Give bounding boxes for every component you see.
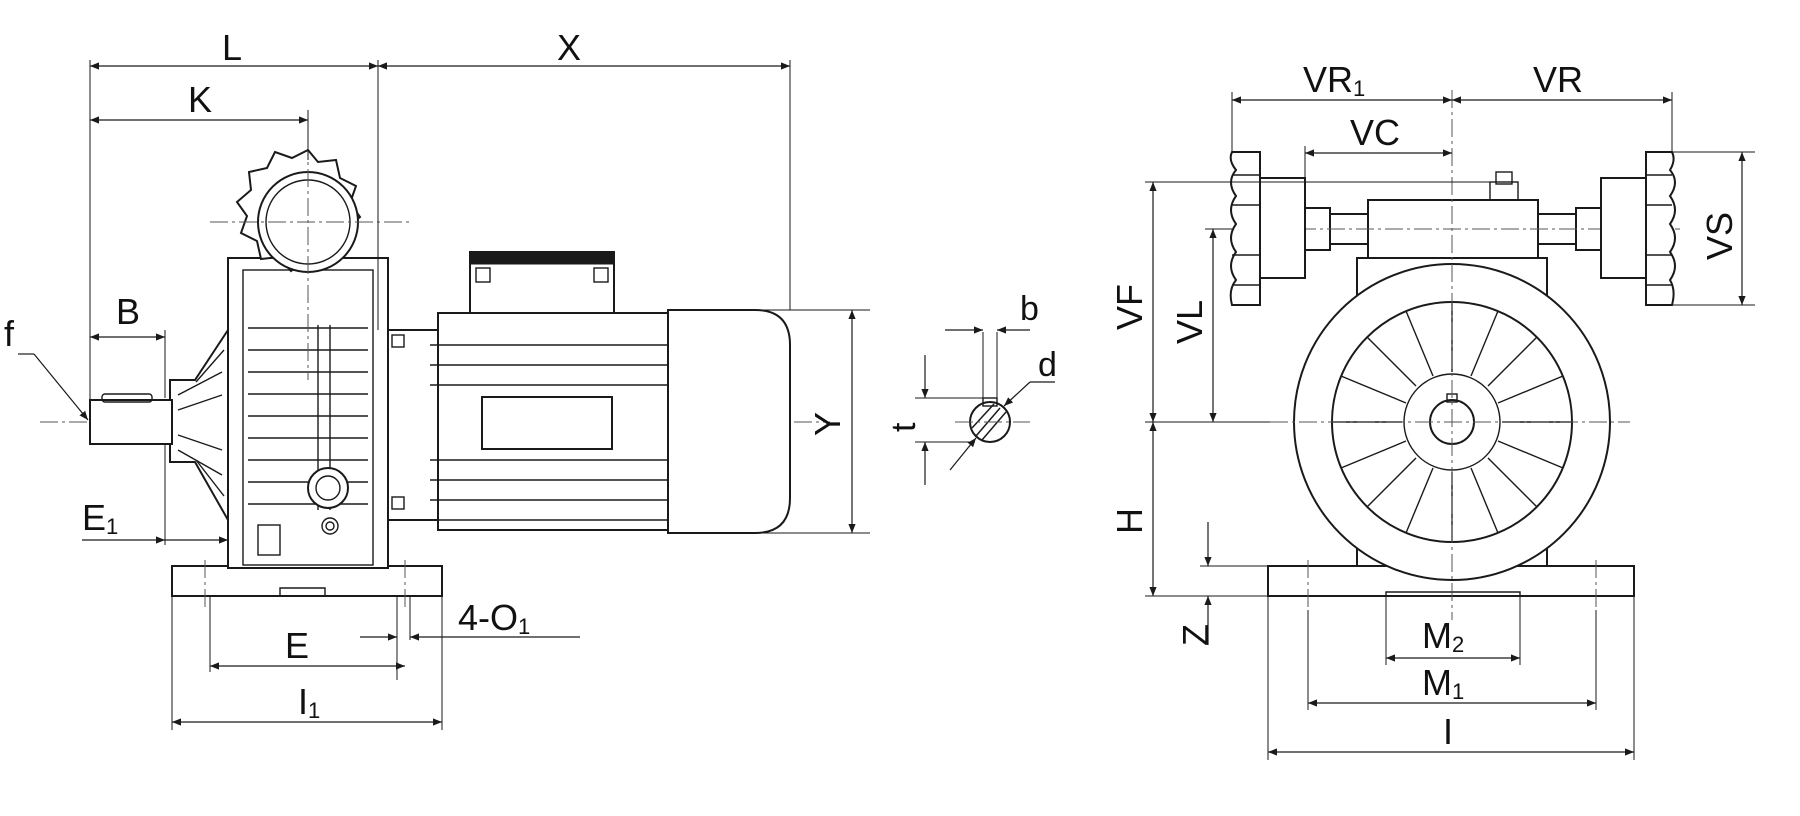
- dim-d-label: d: [1038, 346, 1057, 384]
- dim-VF-label: VF: [1109, 284, 1150, 330]
- dim-M2-label: M2: [1422, 615, 1464, 657]
- output-shaft: [89, 399, 173, 445]
- dim-X-label: X: [557, 27, 581, 68]
- dim-I1-label: I1: [298, 681, 320, 723]
- dim-4-O1-label: 4-O1: [458, 597, 530, 639]
- fan-cover: [667, 309, 791, 534]
- side-base: [171, 565, 443, 597]
- motor-flange: [387, 329, 439, 521]
- dim-E-label: E: [285, 625, 309, 666]
- dim-Z-label: Z: [1175, 624, 1216, 646]
- drain-plug-icon: [307, 467, 349, 509]
- terminal-box-lid: [469, 251, 615, 265]
- dim-H-label: H: [1109, 508, 1150, 534]
- shaft-section: b d t: [885, 290, 1057, 485]
- handwheel-top-icon: [210, 140, 410, 380]
- dim-K-label: K: [188, 79, 212, 120]
- dim-VR-label: VR: [1533, 59, 1583, 100]
- dim-t-label: t: [885, 422, 923, 432]
- dim-L-label: L: [222, 27, 242, 68]
- dim-Y-label: Y: [807, 412, 848, 436]
- dim-M1-label: M1: [1422, 662, 1464, 704]
- dim-E1-label: E1: [82, 497, 118, 539]
- dim-VR1-label: VR1: [1303, 59, 1365, 101]
- nameplate: [481, 396, 613, 450]
- dim-b-label: b: [1020, 290, 1039, 328]
- handwheel-right-icon: [1600, 151, 1676, 306]
- dim-I-label: I: [1443, 711, 1453, 752]
- dim-VL-label: VL: [1169, 300, 1210, 344]
- dim-B-label: B: [116, 291, 140, 332]
- side-view: L X K B f E1 4-O1 E I1: [4, 27, 870, 730]
- output-flange: [169, 326, 229, 524]
- dim-VS-label: VS: [1699, 212, 1740, 260]
- front-view: VR1 VR VC VS VF VL H Z M2: [1109, 59, 1755, 760]
- dim-VC-label: VC: [1350, 112, 1400, 153]
- handwheel-left-icon: [1229, 151, 1306, 306]
- gearbox-housing: [227, 257, 389, 569]
- dim-f-label: f: [4, 313, 15, 354]
